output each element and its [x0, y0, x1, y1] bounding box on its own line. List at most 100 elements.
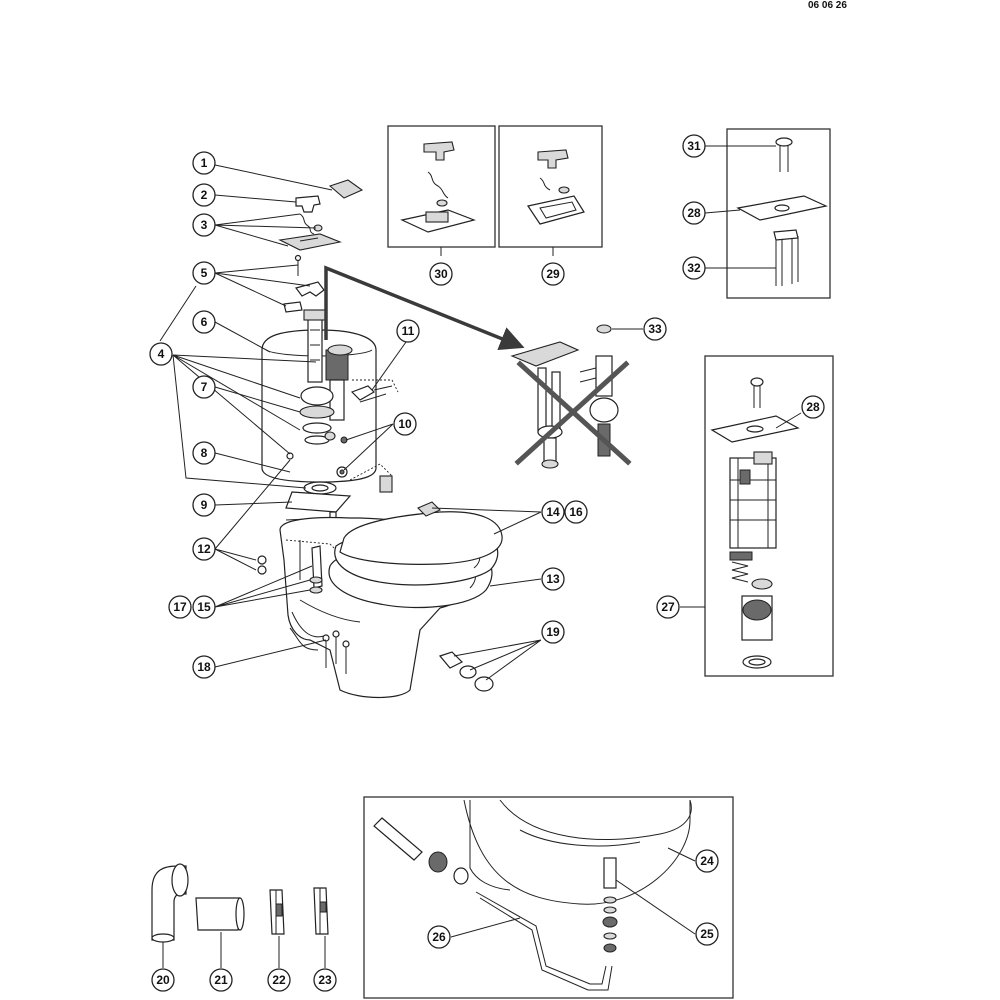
svg-text:7: 7 [201, 380, 208, 394]
option-box-30 [387, 125, 496, 248]
callout-25: 25 [695, 922, 719, 946]
cover-caps [438, 651, 464, 669]
callout-12: 12 [192, 537, 216, 561]
callout-5: 5 [192, 261, 216, 285]
callout-24: 24 [695, 849, 719, 873]
svg-text:2: 2 [201, 188, 208, 202]
callout-20: 20 [151, 968, 175, 992]
valve-spring [731, 561, 749, 583]
callout-9: 9 [192, 493, 216, 517]
valve-button [750, 377, 764, 387]
svg-text:26: 26 [432, 930, 446, 944]
callout-14: 14 [541, 500, 565, 524]
svg-text:19: 19 [546, 625, 560, 639]
svg-text:22: 22 [272, 973, 286, 987]
button-bracket [295, 195, 321, 213]
side-fixing-screws [350, 385, 375, 401]
flush-valve-tube [307, 311, 323, 383]
callout-29: 29 [541, 262, 565, 286]
callout-17: 17 [168, 595, 192, 619]
connector-fitting [379, 475, 393, 493]
push-button-top [775, 137, 793, 147]
callout-33: 33 [643, 317, 667, 341]
svg-text:23: 23 [318, 973, 332, 987]
callout-31: 31 [682, 134, 706, 158]
callout-15: 15 [192, 595, 216, 619]
svg-text:14: 14 [546, 505, 560, 519]
floor-screws [325, 636, 347, 674]
drain-pipe-26 [475, 891, 607, 985]
svg-text:6: 6 [201, 315, 208, 329]
svg-text:9: 9 [201, 498, 208, 512]
cover-plate [278, 233, 342, 251]
seal-ring [299, 405, 335, 419]
callout-1: 1 [192, 151, 216, 175]
svg-text:4: 4 [158, 347, 165, 361]
svg-text:17: 17 [173, 600, 187, 614]
document-date: 06 06 26 [808, 0, 847, 11]
svg-text:15: 15 [197, 600, 211, 614]
svg-text:5: 5 [201, 266, 208, 280]
callout-28-box: 28 [801, 395, 825, 419]
callout-16: 16 [564, 500, 588, 524]
svg-text:31: 31 [687, 139, 701, 153]
callout-26: 26 [427, 925, 451, 949]
push-rod-bracket [773, 229, 799, 241]
callout-28-top: 28 [682, 201, 706, 225]
svg-text:10: 10 [398, 417, 412, 431]
callout-13: 13 [541, 567, 565, 591]
svg-text:29: 29 [546, 267, 560, 281]
old-valve-washer [596, 324, 612, 334]
svg-text:12: 12 [197, 542, 211, 556]
mounting-bracket [294, 281, 325, 297]
spring-wire [299, 213, 315, 235]
callout-4: 4 [149, 342, 173, 366]
callout-10: 10 [393, 412, 417, 436]
callout-23: 23 [313, 968, 337, 992]
wall-mount-detail-box [363, 796, 734, 999]
callout-6: 6 [192, 310, 216, 334]
toilet-lid [339, 511, 503, 565]
svg-text:30: 30 [434, 267, 448, 281]
straight-connector [195, 897, 241, 931]
callout-11: 11 [396, 319, 420, 343]
old-lid-plate [510, 341, 580, 367]
svg-text:32: 32 [687, 261, 701, 275]
svg-text:3: 3 [201, 218, 208, 232]
svg-text:16: 16 [569, 505, 583, 519]
wall-bowl-outline [463, 799, 691, 905]
callout-18: 18 [192, 655, 216, 679]
svg-text:33: 33 [648, 322, 662, 336]
svg-text:20: 20 [156, 973, 170, 987]
option-box-29 [498, 125, 603, 248]
svg-text:11: 11 [402, 324, 415, 338]
svg-text:8: 8 [201, 446, 208, 460]
obsolete-valve-assembly [510, 324, 632, 469]
main-toilet-assembly [257, 179, 503, 699]
svg-text:28: 28 [687, 206, 701, 220]
valve-frame [729, 457, 777, 549]
replacement-arrow [324, 265, 525, 351]
base-plate [285, 491, 352, 513]
svg-text:1: 1 [201, 156, 208, 170]
flush-button-cap [328, 179, 364, 199]
svg-text:13: 13 [546, 572, 560, 586]
svg-text:24: 24 [700, 854, 714, 868]
leader-lines [159, 145, 802, 968]
clip [283, 301, 303, 313]
bottom-fittings [151, 863, 329, 943]
callout-7: 7 [192, 375, 216, 399]
callout-2: 2 [192, 183, 216, 207]
callout-32: 32 [682, 256, 706, 280]
callout-27: 27 [656, 595, 680, 619]
flush-pipe-tube [373, 817, 423, 861]
callout-30: 30 [429, 262, 453, 286]
callout-21: 21 [209, 968, 233, 992]
svg-text:27: 27 [661, 600, 675, 614]
fitting-stack-25 [603, 857, 617, 889]
cross-out-icon [514, 360, 632, 466]
option-box-27 [704, 355, 834, 677]
svg-text:25: 25 [700, 927, 714, 941]
svg-text:21: 21 [214, 973, 228, 987]
